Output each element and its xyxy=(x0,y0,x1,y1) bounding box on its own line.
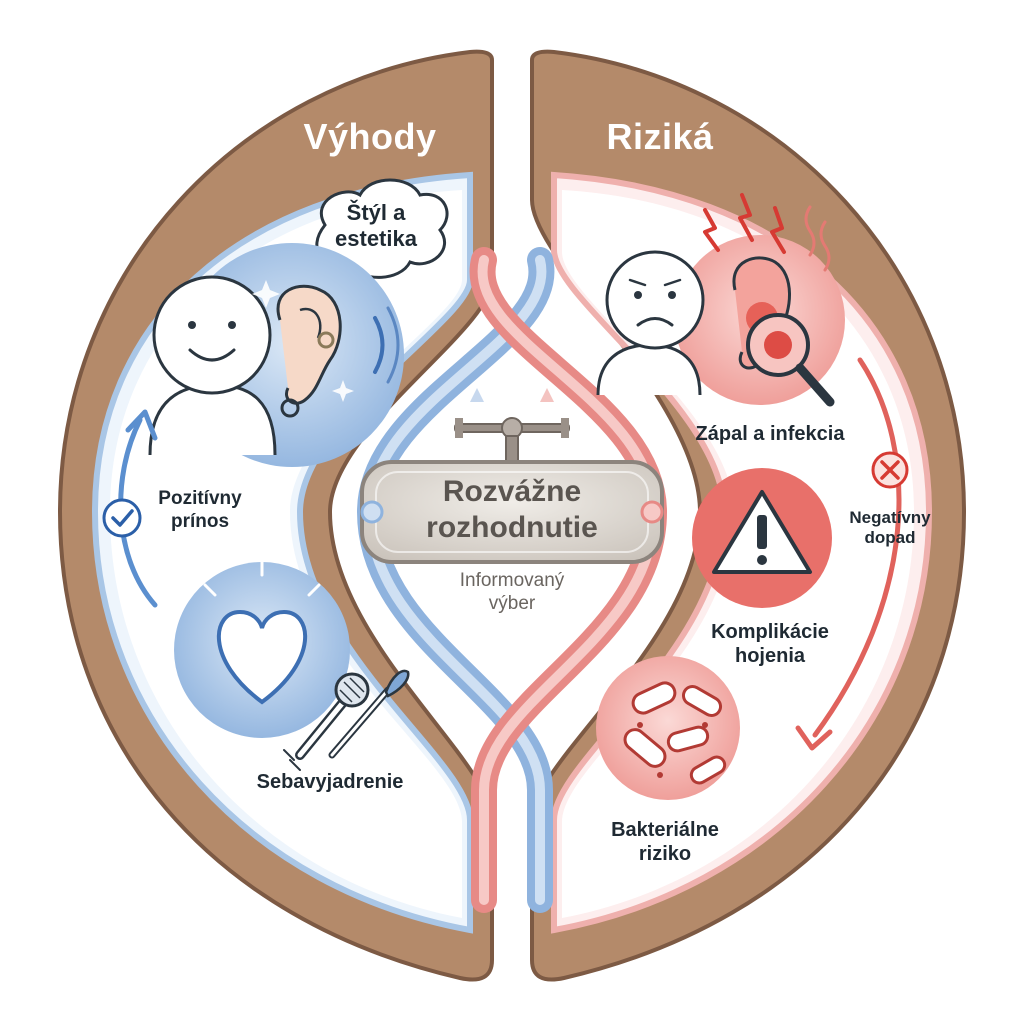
positive-progress-arrow-icon xyxy=(102,409,158,608)
label-style-aesthetics: Štýl a estetika xyxy=(335,200,417,252)
label-healing-complications: Komplikácie hojenia xyxy=(711,621,829,667)
decision-subtitle: Informovaný výber xyxy=(459,570,565,614)
bacteria-icon xyxy=(596,656,740,800)
risks-title: Riziká xyxy=(606,116,714,157)
label-negative-impact: Negatívny dopad xyxy=(849,508,931,548)
decision-title: Rozvážne rozhodnutie xyxy=(426,475,598,544)
microphone-and-brush-icon xyxy=(283,669,410,771)
label-positive-benefit: Pozitívny prínos xyxy=(158,488,242,532)
benefits-title: Výhody xyxy=(303,116,437,157)
balance-scale-icon xyxy=(454,388,570,465)
heart-expression-icon xyxy=(174,558,350,738)
negative-trend-arrow-icon xyxy=(795,357,909,751)
decision-plaque xyxy=(360,460,664,564)
happy-person-pierced-ear-icon xyxy=(148,243,404,467)
label-bacterial-risk: Bakteriálne riziko xyxy=(611,819,719,865)
magnifier-icon xyxy=(746,313,835,407)
label-inflammation-infection: Zápal a infekcia xyxy=(695,423,845,445)
label-self-expression: Sebavyjadrenie xyxy=(256,771,404,793)
warning-icon xyxy=(692,468,832,608)
